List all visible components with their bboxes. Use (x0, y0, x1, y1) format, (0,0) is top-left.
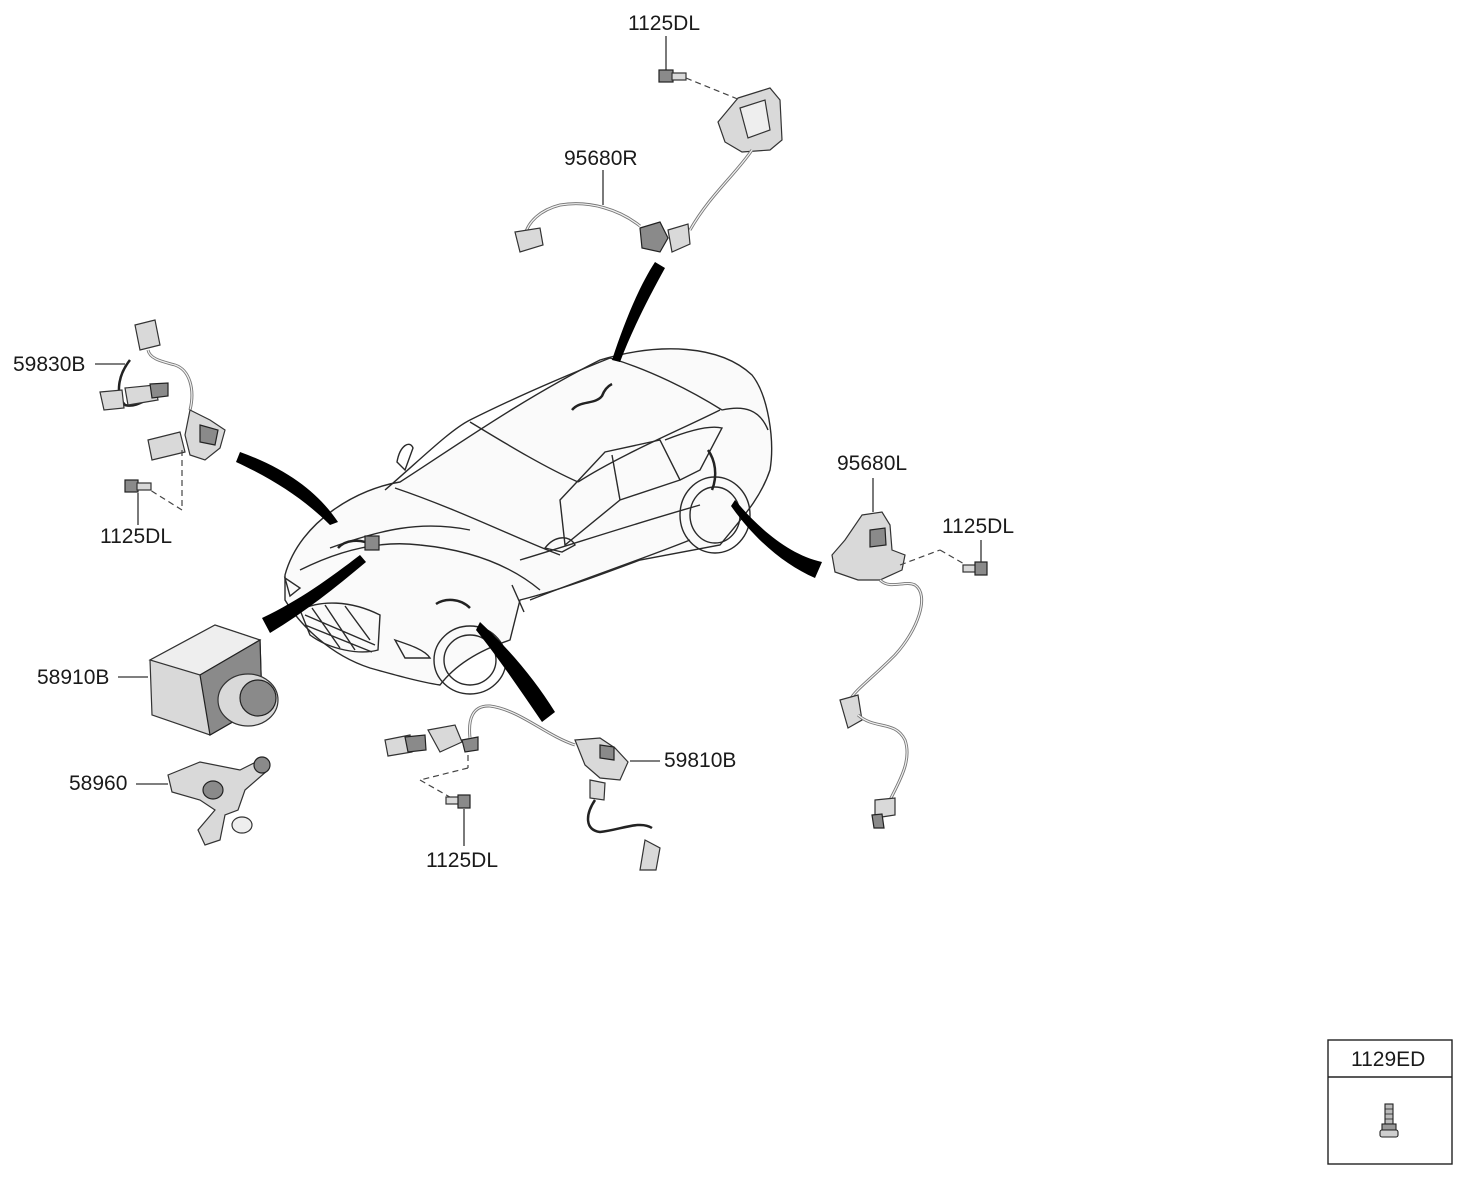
label-bolt-front-left: 1125DL (100, 525, 172, 548)
label-bolt-rear-left: 1125DL (942, 515, 1014, 538)
vehicle-illustration (283, 348, 773, 695)
bolt-front-left-illustration (124, 479, 152, 525)
label-hydraulic-unit: 58910B (37, 666, 109, 689)
sensor-rear-left-illustration (831, 478, 967, 829)
sensor-rear-right-illustration (514, 87, 783, 253)
bolt-icon (1379, 1103, 1399, 1138)
label-sensor-rear-left: 95680L (837, 452, 907, 475)
bracket-illustration (136, 756, 271, 846)
bolt-front-right-illustration (445, 794, 471, 846)
part-labels: 1125DL 95680R 59830B 1125DL 58910B 58960… (13, 12, 1014, 872)
bolt-rear-left-illustration (962, 540, 988, 576)
label-bolt-front-right: 1125DL (426, 849, 498, 872)
label-sensor-rear-right: 95680R (564, 147, 638, 170)
label-sensor-front-right: 59810B (664, 749, 736, 772)
legend-part-number: 1129ED (1351, 1048, 1425, 1071)
label-sensor-front-left: 59830B (13, 353, 85, 376)
callout-wedges (236, 262, 822, 722)
sensor-front-right-illustration (384, 704, 661, 871)
hydraulic-unit-illustration (118, 624, 279, 736)
sensor-front-left-illustration (95, 319, 226, 511)
bolt-top-illustration (658, 36, 741, 101)
label-bracket: 58960 (69, 772, 127, 795)
legend-box: 1129ED (1327, 1039, 1453, 1165)
label-bolt-top: 1125DL (628, 12, 700, 35)
